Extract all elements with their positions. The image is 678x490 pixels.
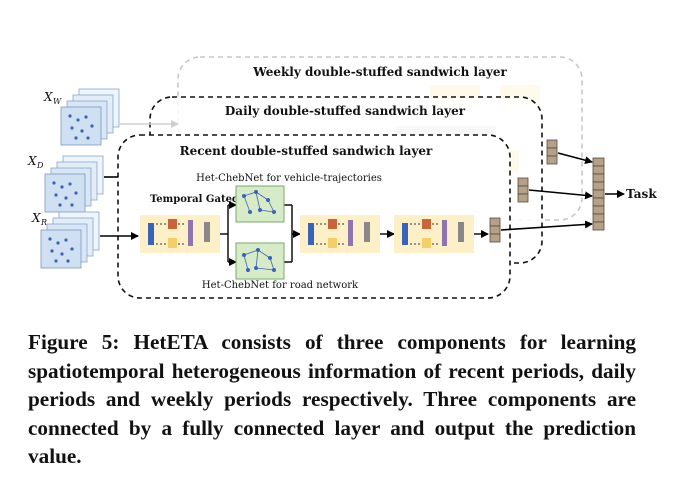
figure-caption-text: HetETA consists of three components for … (28, 330, 636, 469)
weekly-layer-title: Weekly double-stuffed sandwich layer (252, 65, 507, 79)
input-weekly-label: X W (43, 90, 62, 106)
figure-caption: Figure 5: HetETA consists of three compo… (28, 328, 636, 471)
recent-layer-title: Recent double-stuffed sandwich layer (180, 144, 433, 158)
temporal-gated-cnn-label: Temporal Gated CNN (150, 194, 269, 205)
input-arrows (100, 120, 179, 240)
svg-text:X: X (31, 211, 41, 225)
het-chebnet-road-label: Het-ChebNet for road network (202, 280, 359, 291)
input-daily-label: X D (27, 154, 44, 170)
input-weekly (60, 88, 120, 146)
input-daily (44, 155, 104, 213)
fully-connected-layer (592, 157, 605, 231)
svg-text:R: R (40, 218, 47, 227)
task-label: Task (626, 187, 657, 201)
architecture-diagram: Weekly double-stuffed sandwich layer Dai… (27, 56, 657, 299)
het-chebnet-road (235, 242, 285, 280)
weekly-output-stack (546, 139, 558, 165)
daily-output-stack (517, 177, 529, 203)
daily-layer-title: Daily double-stuffed sandwich layer (225, 104, 466, 118)
temporal-block-1 (140, 215, 220, 253)
svg-text:X: X (43, 90, 53, 104)
temporal-block-3 (394, 215, 474, 253)
figure-caption-label: Figure 5: (28, 330, 120, 354)
temporal-block-2 (300, 215, 380, 253)
fc-arrows (500, 152, 625, 231)
het-chebnet-vehicle-label: Het-ChebNet for vehicle-trajectories (196, 173, 382, 184)
het-chebnet-vehicle (235, 185, 285, 223)
recent-output-stack (489, 217, 501, 243)
svg-text:X: X (27, 154, 37, 168)
input-recent (40, 211, 100, 269)
svg-text:D: D (36, 161, 44, 170)
fork-connectors (220, 201, 301, 266)
svg-text:W: W (53, 97, 62, 106)
input-recent-label: X R (31, 211, 47, 227)
